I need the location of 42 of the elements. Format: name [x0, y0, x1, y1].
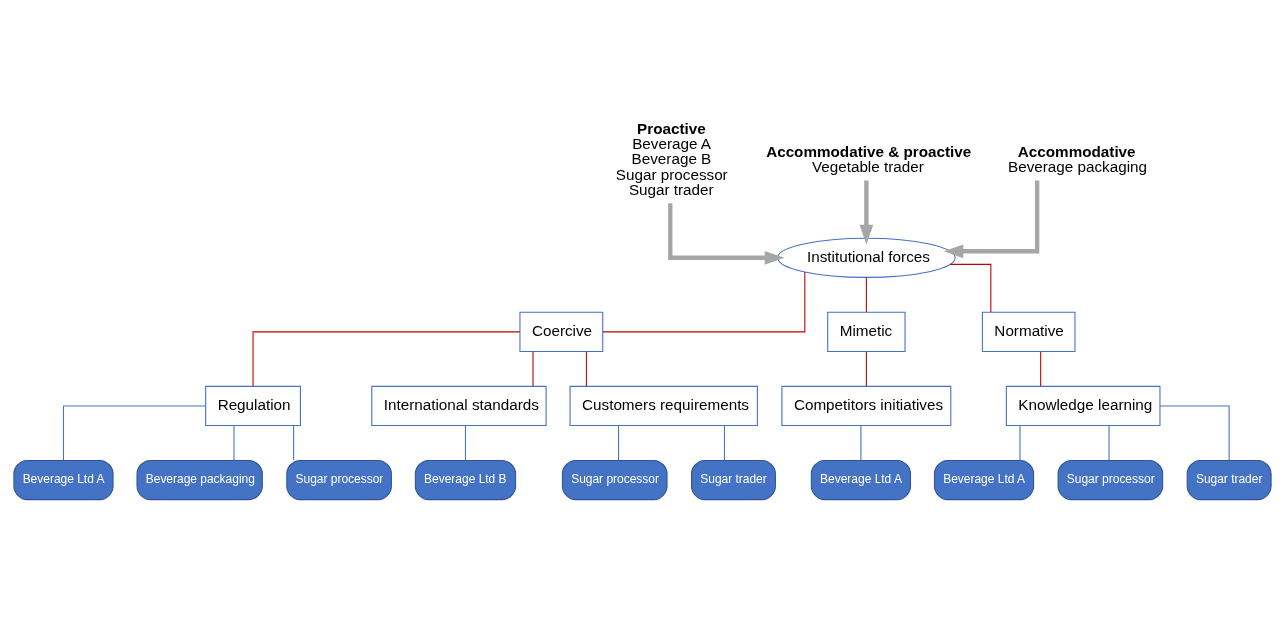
node-box: Beverage Ltd B [414, 459, 517, 500]
node-box: Sugar processor [1057, 459, 1164, 500]
node-box: Sugar processor [561, 459, 668, 500]
connector [618, 424, 620, 461]
node-box: Sugar processor [286, 459, 392, 500]
node-ellipse: Institutional forces [777, 237, 956, 278]
connector [233, 424, 235, 461]
connector [1108, 424, 1110, 461]
node-box: Beverage Ltd A [810, 459, 912, 500]
node-box: Knowledge learning [1005, 385, 1161, 426]
node-box: Mimetic [827, 311, 906, 352]
node-box: Beverage Ltd A [13, 459, 114, 500]
node-text: Accommodative & proactive Vegetable trader [766, 142, 972, 175]
node-box: Competitors initiatives [781, 385, 952, 426]
connector [464, 424, 466, 461]
arrow [859, 179, 874, 244]
connector [865, 350, 867, 387]
connector [602, 271, 806, 332]
connector [1019, 424, 1021, 461]
connector [949, 263, 992, 312]
node-box: Customers requirements [569, 385, 758, 426]
connector [860, 424, 862, 461]
arrow [668, 202, 785, 265]
node-box: Beverage packaging [136, 459, 263, 500]
node-box: Coercive [519, 311, 604, 352]
connector [252, 330, 521, 387]
connector [865, 276, 867, 312]
node-box: International standards [371, 385, 547, 426]
arrow [943, 179, 1040, 258]
connector [585, 350, 587, 387]
node-box: Regulation [205, 385, 301, 426]
connector [723, 424, 726, 461]
connector [62, 404, 206, 461]
connector [1159, 404, 1230, 461]
node-box: Sugar trader [690, 459, 776, 500]
node-box: Normative [981, 311, 1076, 352]
connector [1040, 350, 1042, 387]
node-box: Sugar trader [1186, 459, 1272, 500]
node-text: Proactive Beverage A Beverage B Sugar processor Sugar trader [615, 119, 728, 198]
node-box: Beverage Ltd A [933, 459, 1035, 500]
connector [293, 424, 295, 461]
node-text: Accommodative Beverage packaging [1007, 142, 1148, 175]
